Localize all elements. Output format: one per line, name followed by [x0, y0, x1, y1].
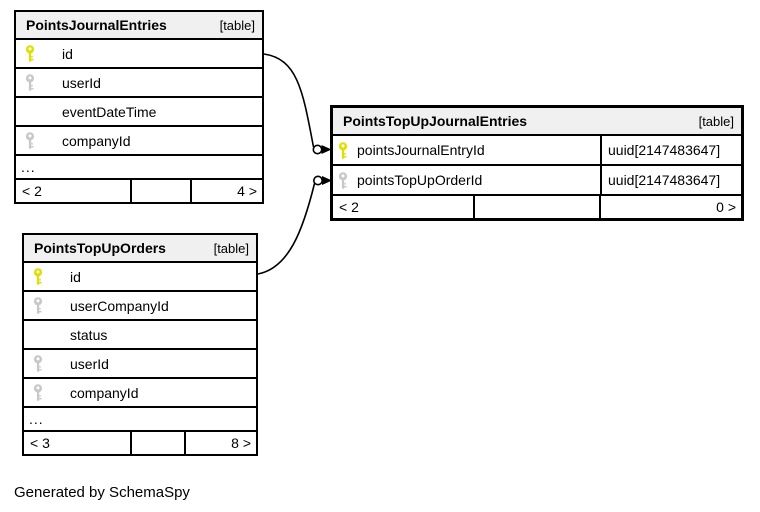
key-cell	[333, 171, 357, 189]
table-name: PointsJournalEntries	[26, 17, 167, 33]
primary-key-icon	[33, 268, 43, 285]
key-cell	[333, 141, 357, 159]
key-cell	[24, 355, 70, 372]
table-points-topup-orders[interactable]: PointsTopUpOrders [table] id	[22, 233, 258, 456]
footer-children-count: < 2	[339, 199, 359, 215]
column-type: uuid[2147483647]	[600, 136, 741, 164]
column-row-usercompanyid[interactable]: userCompanyId	[24, 292, 256, 321]
table-footer: < 2 0 >	[333, 196, 741, 218]
relationship-curve-topuporders	[257, 183, 316, 275]
column-name: companyId	[70, 384, 139, 401]
fk-endpoint-circle	[312, 175, 323, 186]
column-row-id[interactable]: id	[16, 40, 262, 69]
table-name: PointsTopUpOrders	[34, 240, 166, 256]
column-name: pointsTopUpOrderId	[357, 172, 483, 188]
column-row-companyid[interactable]: companyId	[16, 127, 262, 156]
table-name: PointsTopUpJournalEntries	[343, 113, 528, 129]
column-row-id[interactable]: id	[24, 263, 256, 292]
table-kind-label: [table]	[213, 240, 249, 256]
table-header[interactable]: PointsJournalEntries [table]	[16, 12, 262, 40]
column-row-userid[interactable]: userId	[16, 69, 262, 98]
column-name: id	[62, 45, 73, 62]
column-name: userId	[62, 74, 101, 91]
column-name: userId	[70, 355, 109, 372]
table-header[interactable]: PointsTopUpOrders [table]	[24, 235, 256, 263]
footer-children-count: < 2	[22, 183, 42, 199]
footer-parents-count: 8 >	[231, 435, 251, 451]
table-kind-label: [table]	[219, 17, 255, 33]
column-name: companyId	[62, 132, 131, 149]
foreign-key-icon	[338, 171, 348, 189]
key-cell	[24, 268, 70, 285]
column-type: uuid[2147483647]	[600, 166, 741, 194]
key-cell	[16, 132, 62, 149]
key-cell	[16, 74, 62, 91]
footer-spacer-cell	[130, 180, 192, 202]
more-columns-ellipsis: ...	[16, 156, 262, 180]
key-cell	[24, 297, 70, 314]
foreign-key-icon	[33, 384, 43, 401]
footer-spacer-cell	[473, 196, 601, 218]
column-row-pointstopuporderid[interactable]: pointsTopUpOrderId uuid[2147483647]	[333, 166, 741, 196]
column-row-userid[interactable]: userId	[24, 350, 256, 379]
column-name: id	[70, 268, 81, 285]
table-header[interactable]: PointsTopUpJournalEntries [table]	[333, 108, 741, 136]
column-name: eventDateTime	[62, 103, 157, 120]
key-cell	[16, 45, 62, 62]
footer-parents-count: 4 >	[237, 183, 257, 199]
relationship-curve-journalentries	[263, 53, 315, 148]
column-row-pointsjournalentryid[interactable]: pointsJournalEntryId uuid[2147483647]	[333, 136, 741, 166]
table-points-topup-journal-entries[interactable]: PointsTopUpJournalEntries [table] points…	[330, 105, 744, 221]
generated-by-caption: Generated by SchemaSpy	[14, 484, 190, 501]
column-row-eventdatetime[interactable]: eventDateTime	[16, 98, 262, 127]
footer-children-count: < 3	[30, 435, 50, 451]
fk-endpoint-circle	[312, 144, 323, 155]
table-kind-label: [table]	[698, 113, 734, 129]
primary-key-icon	[338, 141, 348, 159]
foreign-key-icon	[33, 355, 43, 372]
foreign-key-icon	[25, 132, 35, 149]
footer-spacer-cell	[130, 432, 186, 454]
table-footer: < 2 4 >	[16, 180, 262, 202]
column-name: status	[70, 326, 108, 343]
table-points-journal-entries[interactable]: PointsJournalEntries [table] id	[14, 10, 264, 204]
primary-key-icon	[25, 45, 35, 62]
more-columns-ellipsis: ...	[24, 408, 256, 432]
key-cell	[24, 384, 70, 401]
column-name: userCompanyId	[70, 297, 169, 314]
foreign-key-icon	[33, 297, 43, 314]
foreign-key-icon	[25, 74, 35, 91]
column-row-status[interactable]: status	[24, 321, 256, 350]
column-name: pointsJournalEntryId	[357, 142, 485, 158]
footer-parents-count: 0 >	[716, 199, 736, 215]
column-row-companyid[interactable]: companyId	[24, 379, 256, 408]
table-footer: < 3 8 >	[24, 432, 256, 454]
